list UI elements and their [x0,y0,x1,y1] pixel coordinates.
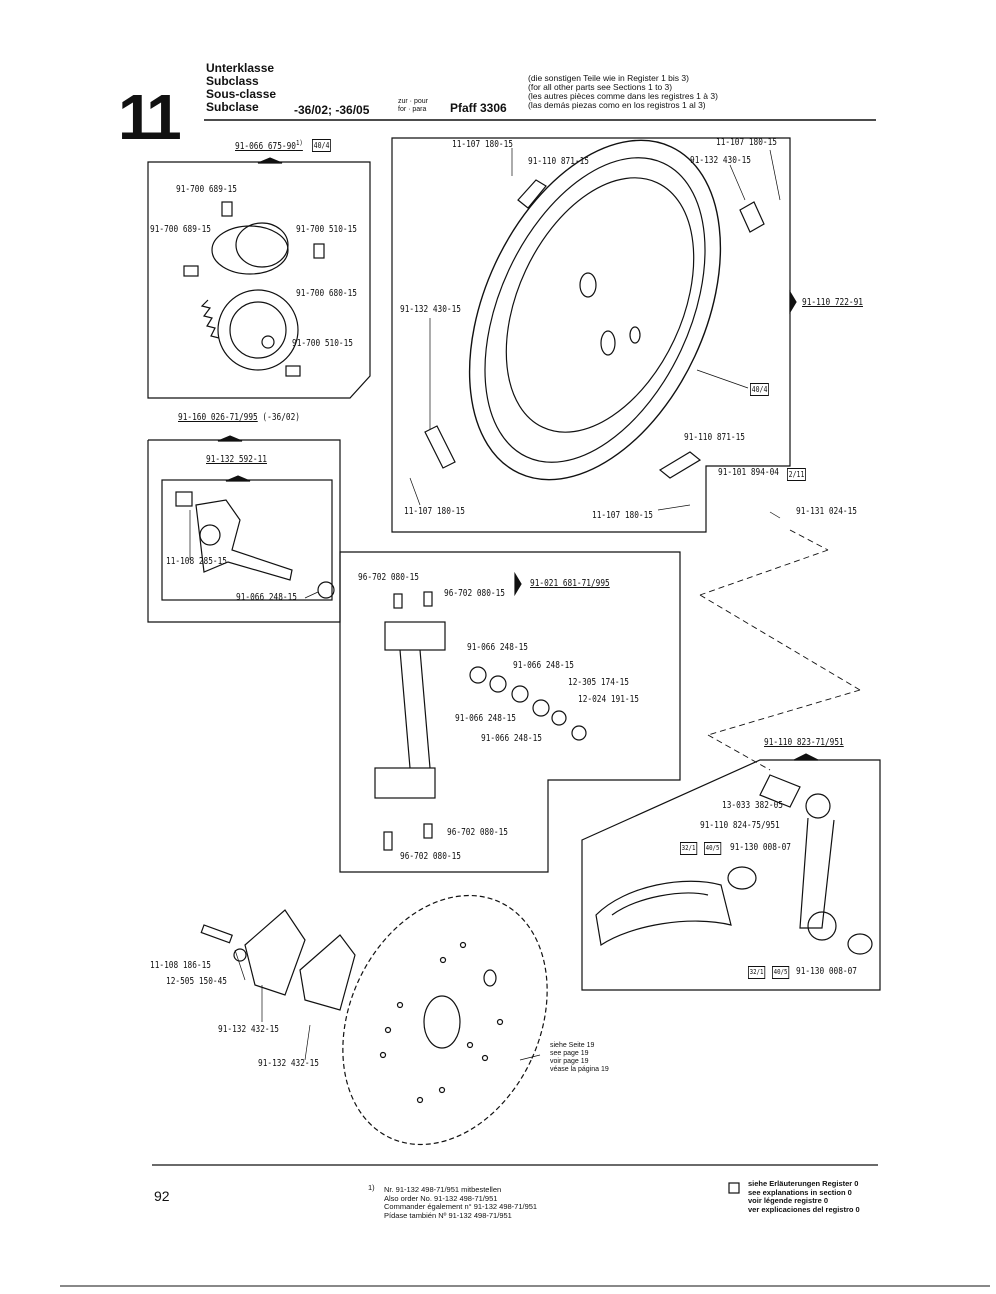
part-label: 91-066 248-15 [481,733,542,744]
legend-line: ver explicaciones del registro 0 [748,1204,860,1214]
part-label: 91-132 430-15 [400,304,461,315]
part-label: 96-702 080-15 [447,827,508,838]
part-label: 91-132 432-15 [258,1058,319,1069]
legend-line: siehe Erläuterungen Register 0 [748,1179,859,1188]
part-label: 96-702 080-15 [400,851,461,862]
part-label: 91-700 680-15 [296,288,357,299]
part-label: 91-110 871-15 [684,432,745,443]
part-label: 91-132 430-15 [690,155,751,166]
part-label: 11-107 180-15 [592,510,653,521]
see-page-line: voir page 19 [550,1058,589,1065]
subclass-label-en: Subclass [206,74,259,88]
section-number: 11 [118,81,182,153]
other-parts-note: (die sonstigen Teile wie in Register 1 b… [528,74,718,110]
part-label: 91-700 510-15 [292,338,353,349]
part-label: 91-160 026-71/995 (-36/02) [178,412,300,423]
part-label: 11-108 285-15 [166,556,227,567]
note-line: (die sonstigen Teile wie in Register 1 b… [528,73,689,83]
part-label: 91-132 592-11 [206,454,267,465]
page-number: 92 [154,1188,170,1204]
ref-badge: 40/5 [704,842,722,855]
part-label: 91-130 008-07 [796,966,857,977]
ref-badge: 32/1 [680,842,698,855]
box-bevel-gear [147,161,371,399]
part-label: 91-066 248-15 [455,713,516,724]
part-label: 91-110 871-15 [528,156,589,167]
footnote: Nr. 91-132 498-71/951 mitbestellen Also … [384,1185,538,1220]
part-label: 11-107 180-15 [716,137,777,148]
zur-pour-line: for · para [398,106,427,113]
part-label: 12-505 150-45 [166,976,227,987]
subclass-label-de: Unterklasse [206,61,275,75]
ref-badge: 32/1 [748,966,766,979]
footnote-line: Commander également n° 91-132 498-71/951 [384,1202,538,1211]
legend-line: see explanations in section 0 [748,1187,852,1197]
part-label: 91-066 248-15 [467,642,528,653]
ref-badge: 40/4 [750,383,770,396]
note-line: (les autres pièces comme dans les regist… [528,91,718,101]
subclass-value: -36/02; -36/05 [294,103,370,117]
part-label: 11-107 180-15 [452,139,513,150]
ref-badge: 40/4 [312,139,332,152]
see-page-line: siehe Seite 19 [550,1042,595,1049]
see-page-line: véase la página 19 [550,1066,609,1073]
part-label: 91-700 689-15 [150,224,211,235]
part-label: 91-066 248-15 [236,592,297,603]
ref-badge: 2/11 [787,468,807,481]
part-label: 13-033 382-05 [722,800,783,811]
part-label: 91-021 681-71/995 [530,578,610,589]
part-label: 91-066 248-15 [513,660,574,671]
part-label: 12-024 191-15 [578,694,639,705]
part-label: 96-702 080-15 [444,588,505,599]
zur-pour: zur · pour for · para [398,98,428,114]
part-label: 91-101 894-04 [718,467,779,478]
part-label: 91-110 823-71/951 [764,737,844,748]
model-name: Pfaff 3306 [450,101,507,115]
part-label: 12-305 174-15 [568,677,629,688]
part-label: 91-700 689-15 [176,184,237,195]
footnote-marker: 1) [368,1183,375,1192]
subclass-labels: Unterklasse Subclass Sous-classe Subclas… [206,62,276,114]
footnote-line: Pídase también Nº 91-132 498-71/951 [384,1210,512,1220]
note-line: (for all other parts see Sections 1 to 3… [528,82,673,92]
part-label: 11-107 180-15 [404,506,465,517]
footnote-line: Nr. 91-132 498-71/951 mitbestellen [384,1185,502,1194]
legend-line: voir légende registre 0 [748,1196,829,1205]
part-label: 91-066 675-901) [235,139,303,153]
part-label: 96-702 080-15 [358,572,419,583]
part-label: 91-110 824-75/951 [700,820,780,831]
subclass-label-es: Subclase [206,100,259,114]
subclass-label-fr: Sous-classe [206,87,277,101]
footnote-line: Also order No. 91-132 498-71/951 [384,1193,498,1203]
part-label: 91-131 024-15 [796,506,857,517]
see-page-line: see page 19 [550,1050,589,1057]
part-label: 91-110 722-91 [802,297,863,308]
note-line: (las demás piezas como en los registros … [528,100,706,110]
part-label: 91-130 008-07 [730,842,791,853]
see-page-note: siehe Seite 19 see page 19 voir page 19 … [550,1042,609,1074]
part-label: 91-132 432-15 [218,1024,279,1035]
part-label: 11-108 186-15 [150,960,211,971]
ref-badge: 40/5 [772,966,790,979]
zur-pour-line: zur · pour [398,98,428,105]
part-label: 91-700 510-15 [296,224,357,235]
legend-note: siehe Erläuterungen Register 0 see expla… [748,1179,860,1214]
